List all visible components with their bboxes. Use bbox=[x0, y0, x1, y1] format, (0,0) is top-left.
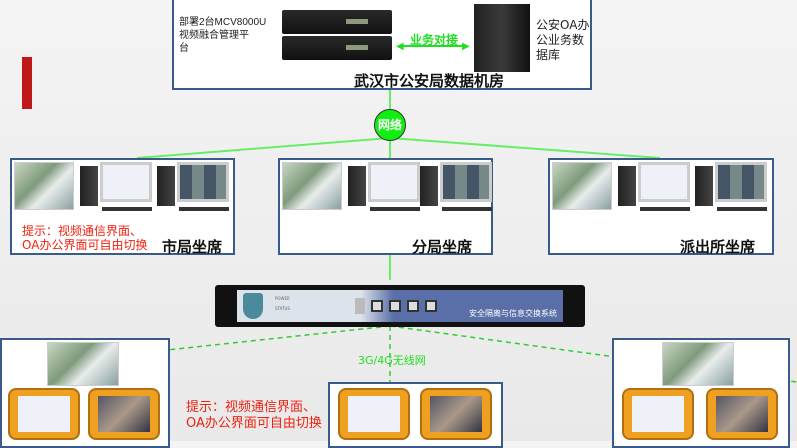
seat-box-city: 提示：视频通信界面、OA办公界面可自由切换 市局坐席 bbox=[10, 158, 235, 256]
field-photo bbox=[662, 342, 734, 386]
wireless-label: 3G/4G无线网 bbox=[358, 354, 426, 367]
power-led-label: POWER bbox=[275, 296, 290, 301]
operator-photo bbox=[282, 162, 342, 210]
hint-line: OA办公界面可自由切换 bbox=[186, 416, 322, 431]
link-label: 业务对接 bbox=[410, 33, 459, 47]
tablet-oa-icon bbox=[622, 388, 694, 440]
ethernet-port-icon bbox=[425, 300, 437, 312]
operator-photo bbox=[14, 162, 74, 210]
mobile-box-right bbox=[612, 338, 790, 448]
gateway-panel: POWER STATUS 安全隔离与信息交换系统 bbox=[237, 290, 563, 322]
ethernet-port-icon bbox=[389, 300, 401, 312]
accent-bar bbox=[22, 57, 32, 109]
tablet-oa-icon bbox=[338, 388, 410, 440]
platform-label-line: 台 bbox=[179, 43, 189, 54]
gateway-label: 安全隔离与信息交换系统 bbox=[469, 309, 557, 318]
mobile-box-left bbox=[0, 338, 170, 448]
security-gateway-device: POWER STATUS 安全隔离与信息交换系统 bbox=[215, 285, 585, 327]
seat-label-station: 派出所坐席 bbox=[680, 238, 756, 256]
oa-label-line: 公安OA办 bbox=[536, 18, 590, 32]
link-line-station bbox=[389, 137, 661, 159]
seat-box-branch: 分局坐席 bbox=[278, 158, 493, 256]
mobile-box-center bbox=[328, 382, 503, 448]
seat-label-branch: 分局坐席 bbox=[412, 238, 473, 256]
hint-line: 提示：视频通信界面、 bbox=[22, 224, 143, 238]
oa-label: 公安OA办 公业务数 据库 bbox=[536, 18, 589, 63]
tablet-video-icon bbox=[88, 388, 160, 440]
network-node: 网络 bbox=[374, 109, 406, 141]
ethernet-port-icon bbox=[371, 300, 383, 312]
field-photo bbox=[47, 342, 119, 386]
hint-line: 提示：视频通信界面、 bbox=[186, 400, 317, 415]
platform-label: 部署2台MCV8000U 视频融合管理平 台 bbox=[179, 16, 266, 55]
platform-label-line: 部署2台MCV8000U bbox=[179, 17, 267, 28]
tablet-video-icon bbox=[706, 388, 778, 440]
tablet-oa-icon bbox=[8, 388, 80, 440]
seat-label-city: 市局坐席 bbox=[162, 238, 223, 256]
oa-label-line: 公业务数 bbox=[536, 33, 585, 47]
link-arrow bbox=[400, 45, 466, 47]
datacenter-title: 武汉市公安局数据机房 bbox=[354, 72, 505, 90]
hint-line: OA办公界面可自由切换 bbox=[22, 238, 148, 252]
oa-server-icon bbox=[474, 4, 530, 72]
arrow-left-icon: ◀ bbox=[396, 41, 404, 52]
datacenter-box: 部署2台MCV8000U 视频融合管理平 台 ◀ ▶ 业务对接 公安OA办 公业… bbox=[172, 0, 592, 90]
ethernet-port-icon bbox=[407, 300, 419, 312]
status-led-label: STATUS bbox=[275, 306, 291, 311]
hint-text: 提示：视频通信界面、OA办公界面可自由切换 bbox=[22, 224, 147, 252]
operator-photo bbox=[552, 162, 612, 210]
tablet-video-icon bbox=[420, 388, 492, 440]
shield-logo-icon bbox=[243, 293, 263, 319]
arrow-right-icon: ▶ bbox=[462, 41, 470, 52]
seat-box-station: 派出所坐席 bbox=[548, 158, 774, 256]
mcv-server-icon bbox=[282, 36, 392, 60]
oa-label-line: 据库 bbox=[536, 48, 561, 62]
usb-port-icon bbox=[355, 298, 365, 314]
link-line-city bbox=[136, 137, 391, 159]
hint-text-mobile: 提示：视频通信界面、OA办公界面可自由切换 bbox=[186, 400, 322, 432]
platform-label-line: 视频融合管理平 bbox=[179, 30, 249, 41]
mcv-server-icon bbox=[282, 10, 392, 34]
